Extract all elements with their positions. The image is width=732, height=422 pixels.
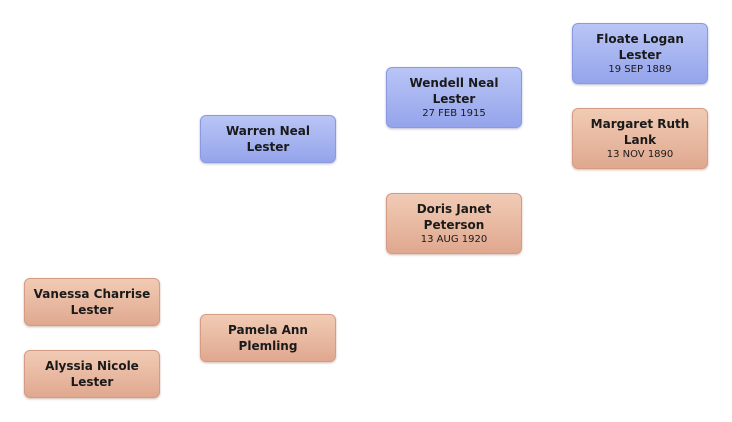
person-name: Alyssia Nicole Lester xyxy=(45,359,139,389)
person-box-wendell[interactable]: Wendell Neal Lester 27 FEB 1915 xyxy=(386,67,522,128)
person-box-doris[interactable]: Doris Janet Peterson 13 AUG 1920 xyxy=(386,193,522,254)
person-name: Wendell Neal Lester xyxy=(409,76,499,106)
person-box-pamela[interactable]: Pamela Ann Plemling xyxy=(200,314,336,362)
person-name: Margaret Ruth Lank xyxy=(590,117,690,147)
person-birth-date: 13 NOV 1890 xyxy=(606,149,674,160)
person-box-vanessa[interactable]: Vanessa Charrise Lester xyxy=(24,278,160,326)
person-birth-date: 19 SEP 1889 xyxy=(608,64,672,75)
person-name: Doris Janet Peterson xyxy=(416,202,492,232)
person-name: Pamela Ann Plemling xyxy=(228,323,308,353)
person-name: Floate Logan Lester xyxy=(596,32,684,62)
person-box-floate[interactable]: Floate Logan Lester 19 SEP 1889 xyxy=(572,23,708,84)
person-box-alyssia[interactable]: Alyssia Nicole Lester xyxy=(24,350,160,398)
person-birth-date: 27 FEB 1915 xyxy=(422,108,486,119)
person-birth-date: 13 AUG 1920 xyxy=(420,234,488,245)
person-name: Vanessa Charrise Lester xyxy=(33,287,151,317)
person-name: Warren Neal Lester xyxy=(226,124,310,154)
person-box-margaret[interactable]: Margaret Ruth Lank 13 NOV 1890 xyxy=(572,108,708,169)
person-box-warren[interactable]: Warren Neal Lester xyxy=(200,115,336,163)
